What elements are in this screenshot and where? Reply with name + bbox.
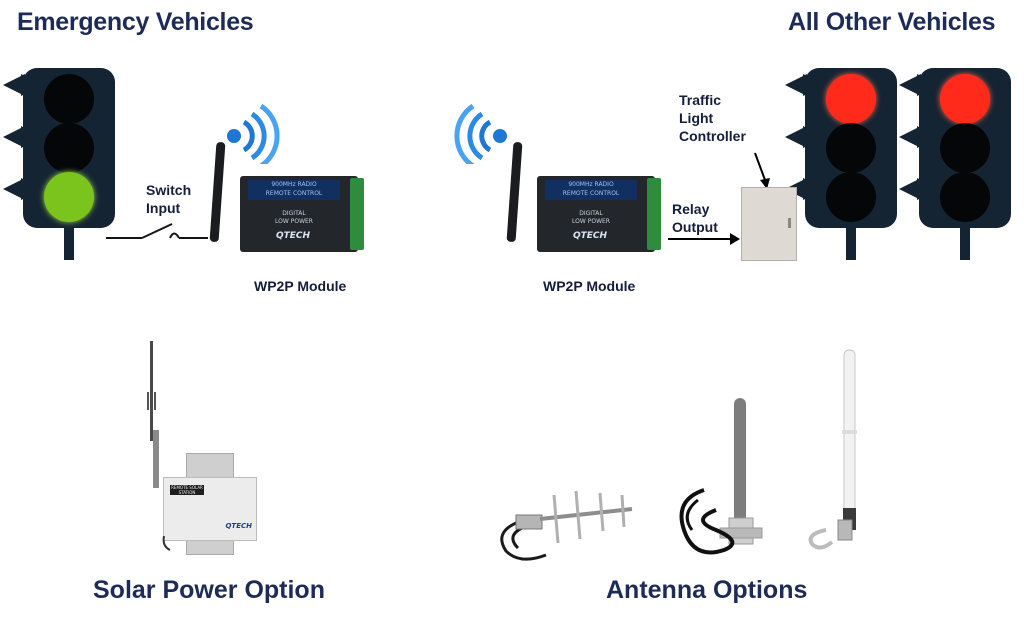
switch-label-line1: Switch xyxy=(146,182,192,198)
red-lamp-on xyxy=(940,74,990,124)
solar-antenna-mast xyxy=(153,430,159,488)
light-visor xyxy=(3,178,25,200)
controller-arrow-icon xyxy=(754,152,770,189)
controller-label-line2: Light xyxy=(679,110,714,126)
module-mid-line1: DIGITAL xyxy=(579,210,603,217)
wp2p-caption-right: WP2P Module xyxy=(543,278,636,294)
wifi-signal-icon xyxy=(227,103,280,164)
switch-icon xyxy=(106,223,208,239)
relay-label-line2: Output xyxy=(672,219,718,235)
green-lamp-on xyxy=(44,172,94,222)
terminal-block xyxy=(350,178,364,250)
wp2p-module-left: 900MHz RADIO REMOTE CONTROL DIGITAL LOW … xyxy=(240,176,364,252)
traffic-light-housing xyxy=(805,68,897,228)
yagi-antenna-icon xyxy=(500,490,633,561)
module-top-line1: 900MHz RADIO xyxy=(568,181,614,188)
cabinet-handle xyxy=(788,218,791,228)
terminal-block xyxy=(647,178,661,250)
module-top-line1: 900MHz RADIO xyxy=(271,181,317,188)
wp2p-caption-left: WP2P Module xyxy=(254,278,347,294)
green-lamp-off xyxy=(940,172,990,222)
module-top-line2: REMOTE CONTROL xyxy=(562,190,620,197)
switch-input-label: Switch Input xyxy=(146,181,191,217)
relay-label-line1: Relay xyxy=(672,201,710,217)
controller-label-line3: Controller xyxy=(679,128,746,144)
controller-label-line1: Traffic xyxy=(679,92,722,108)
module-mid-label: DIGITAL LOW POWER xyxy=(264,210,324,226)
light-visor xyxy=(899,178,921,200)
solar-power-heading: Solar Power Option xyxy=(93,576,325,604)
controller-label: Traffic Light Controller xyxy=(679,91,746,145)
omni-antenna-grey-icon xyxy=(679,398,763,555)
traffic-controller-cabinet xyxy=(741,187,797,261)
relay-arrow-icon xyxy=(668,233,740,245)
relay-output-label: Relay Output xyxy=(672,200,718,236)
module-mid-line2: LOW POWER xyxy=(572,218,610,225)
wp2p-module-right: 900MHz RADIO REMOTE CONTROL DIGITAL LOW … xyxy=(537,176,661,252)
solar-label-line1: REMOTE SOLAR xyxy=(171,485,203,490)
solar-cable xyxy=(162,536,171,551)
module-top-label: 900MHz RADIO REMOTE CONTROL xyxy=(545,180,637,200)
light-visor xyxy=(899,126,921,148)
red-lamp-off xyxy=(44,74,94,124)
traffic-light-housing xyxy=(919,68,1011,228)
antenna-options-heading: Antenna Options xyxy=(606,576,808,604)
solar-antenna-coil xyxy=(147,392,156,410)
light-visor xyxy=(785,74,807,96)
red-lamp-on xyxy=(826,74,876,124)
module-top-label: 900MHz RADIO REMOTE CONTROL xyxy=(248,180,340,200)
light-visor xyxy=(3,74,25,96)
omni-antenna-white-icon xyxy=(808,349,857,550)
green-lamp-off xyxy=(826,172,876,222)
switch-label-line2: Input xyxy=(146,200,181,216)
traffic-light-pole xyxy=(846,218,856,260)
module-mid-label: DIGITAL LOW POWER xyxy=(561,210,621,226)
module-mid-line1: DIGITAL xyxy=(282,210,306,217)
light-visor xyxy=(785,126,807,148)
light-visor xyxy=(899,74,921,96)
module-top-line2: REMOTE CONTROL xyxy=(265,190,323,197)
module-brand-logo: QTECH xyxy=(275,231,311,241)
amber-lamp-off xyxy=(826,123,876,173)
amber-lamp-off xyxy=(44,123,94,173)
light-visor xyxy=(3,126,25,148)
solar-label-plate: REMOTE SOLAR STATION xyxy=(170,485,204,495)
traffic-light-pole xyxy=(960,218,970,260)
solar-brand-logo: QTECH xyxy=(225,522,252,530)
wifi-signal-icon xyxy=(454,103,507,164)
traffic-light-housing xyxy=(23,68,115,228)
emergency-vehicles-heading: Emergency Vehicles xyxy=(17,8,254,36)
other-vehicles-heading: All Other Vehicles xyxy=(788,8,996,36)
module-mid-line2: LOW POWER xyxy=(275,218,313,225)
solar-label-line2: STATION xyxy=(178,490,196,495)
traffic-light-pole xyxy=(64,218,74,260)
amber-lamp-off xyxy=(940,123,990,173)
module-brand-logo: QTECH xyxy=(572,231,608,241)
solar-antenna-rod xyxy=(150,341,153,441)
solar-enclosure: REMOTE SOLAR STATION QTECH xyxy=(163,477,257,541)
